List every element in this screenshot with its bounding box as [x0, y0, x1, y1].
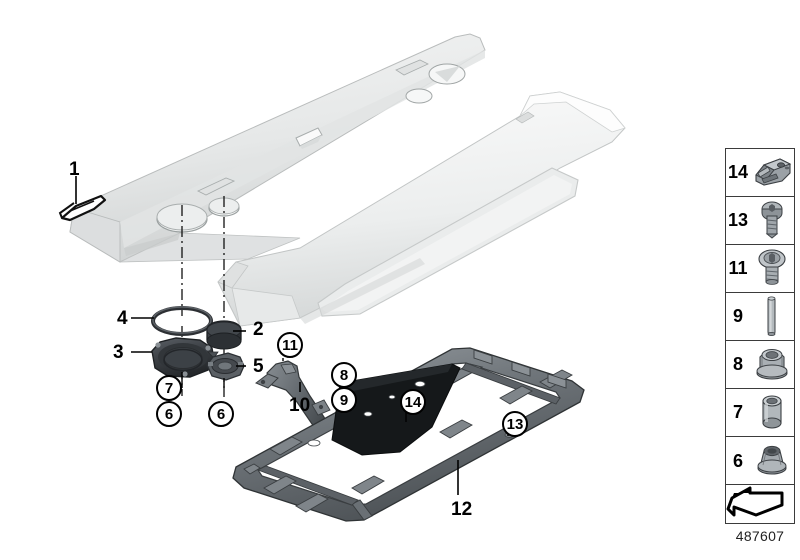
pan-head-screw-icon	[750, 197, 794, 244]
clamp-icon	[750, 149, 794, 196]
parts-legend-panel: 14 13	[725, 148, 795, 486]
legend-number-9: 9	[732, 306, 743, 326]
legend-row-14: 14	[726, 149, 794, 197]
callout-5: 5	[253, 356, 264, 377]
callout-circled-6b: 6	[208, 401, 234, 427]
frame-hinges	[473, 349, 567, 389]
part-12-carrier-frame	[232, 347, 585, 522]
legend-row-7: 7	[726, 389, 794, 437]
legend-row-9: 9	[726, 293, 794, 341]
button-head-screw-icon	[750, 245, 794, 292]
part-3-speaker	[151, 337, 219, 378]
stud-pin-icon	[750, 293, 794, 340]
legend-row-11: 11	[726, 245, 794, 293]
callout-3: 3	[113, 342, 124, 363]
legend-number-11: 11	[728, 258, 748, 278]
callout-circled-14: 14	[400, 389, 426, 415]
callout-12: 12	[451, 499, 473, 520]
callout-2: 2	[253, 319, 264, 340]
legend-row-13: 13	[726, 197, 794, 245]
bent-arrow-icon	[726, 486, 784, 517]
callout-circled-13: 13	[502, 411, 528, 437]
part-4-sealing-ring	[151, 306, 213, 336]
flange-nut-icon	[750, 341, 794, 388]
legend-number-14: 14	[727, 162, 749, 182]
direction-symbol-cell	[725, 484, 795, 524]
callout-circled-9: 9	[331, 387, 357, 413]
upper-trim-panel	[69, 33, 486, 263]
lower-trim-panel	[217, 91, 626, 327]
part-2-tweeter	[206, 320, 242, 350]
legend-number-7: 7	[732, 402, 743, 422]
callout-10: 10	[289, 395, 311, 416]
callout-1: 1	[69, 159, 80, 180]
collar-nut-icon	[750, 437, 794, 485]
callout-4: 4	[117, 308, 128, 329]
legend-number-13: 13	[727, 210, 749, 230]
callout-circled-8: 8	[331, 362, 357, 388]
legend-row-8: 8	[726, 341, 794, 389]
spacer-sleeve-icon	[750, 389, 794, 436]
legend-number-8: 8	[732, 354, 743, 374]
callout-circled-7: 7	[156, 375, 182, 401]
part-1-retaining-clip	[58, 194, 107, 222]
diagram-number: 487607	[735, 528, 785, 544]
callout-circled-6a: 6	[156, 401, 182, 427]
legend-number-6: 6	[732, 450, 743, 471]
frame-fittings	[243, 369, 573, 513]
callout-circled-11: 11	[277, 332, 303, 358]
legend-row-6: 6	[726, 437, 794, 485]
part-5-speaker-holder	[206, 352, 245, 381]
part-14-black-panel	[331, 363, 461, 456]
